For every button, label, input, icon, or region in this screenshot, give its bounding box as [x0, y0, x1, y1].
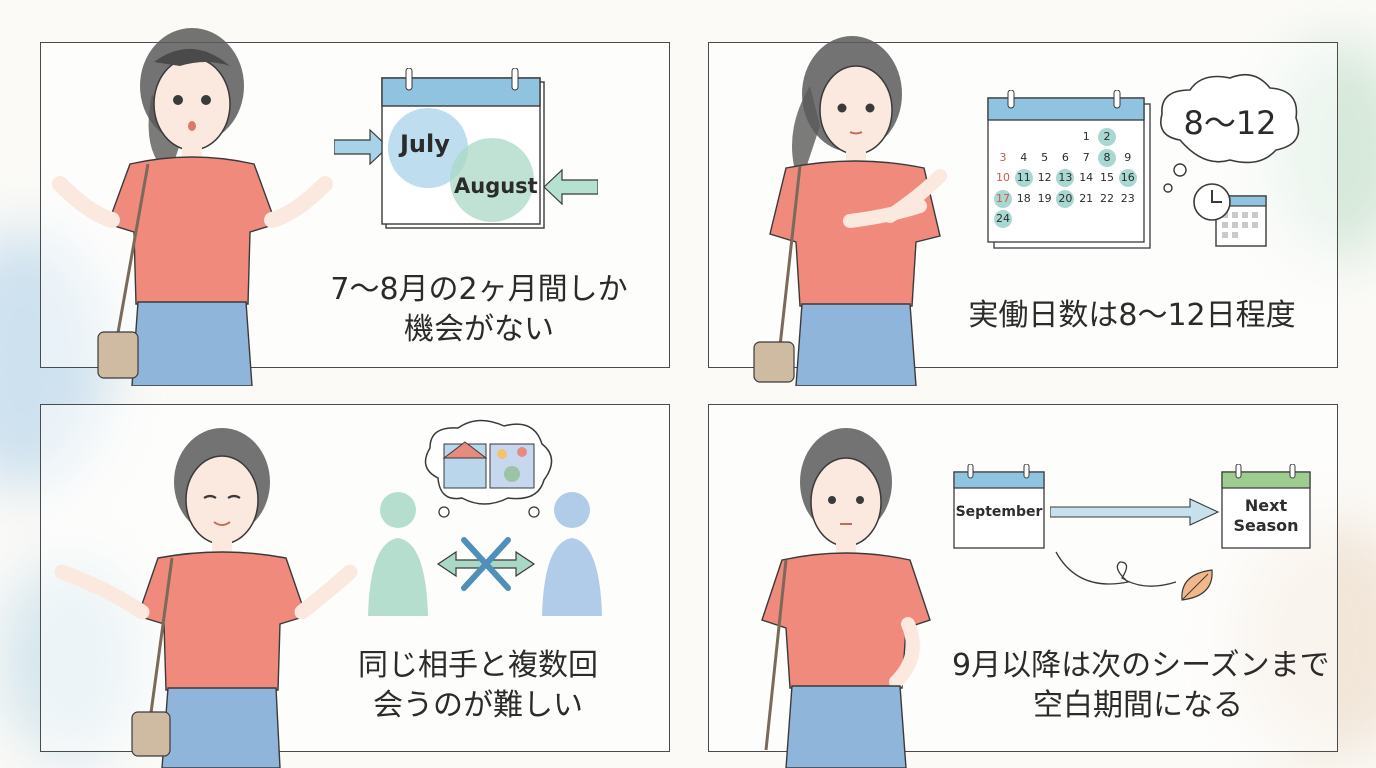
clock-calendar-icon — [1193, 183, 1267, 247]
calendar-label-september: September — [955, 504, 1043, 520]
thought-bubble-text: 8〜12 — [1183, 104, 1277, 142]
leaf-icon — [1181, 569, 1213, 601]
swirl-line-decoration — [1055, 551, 1177, 587]
calendar-day: 1 — [1082, 130, 1090, 143]
calendar-day: 5 — [1041, 150, 1049, 164]
woman-counting-fingers-illustration — [753, 36, 947, 386]
caption-working-days: 実働日数は8〜12日程度 — [968, 298, 1296, 333]
calendar-day: 20 — [1056, 189, 1075, 208]
calendar-day: 4 — [1020, 150, 1028, 164]
calendar-july-august: July August — [380, 68, 548, 230]
calendar-day: 18 — [1016, 191, 1031, 205]
two-people-no-repeat-icon — [368, 492, 602, 616]
calendar-label-july: July — [400, 130, 450, 158]
calendar-day: 2 — [1098, 128, 1116, 146]
caption-off-season-gap: 9月以降は次のシーズンまで 空白期間になる — [952, 646, 1330, 726]
calendar-day: 7 — [1082, 150, 1090, 164]
calendar-day: 11 — [1014, 169, 1033, 187]
calendar-day: 17 — [994, 189, 1012, 208]
calendar-september: September — [952, 464, 1046, 550]
caption-line-1: 7〜8月の2ヶ月間しか — [330, 272, 628, 307]
festival-thought-bubble — [424, 419, 553, 518]
caption-limited-season: 7〜8月の2ヶ月間しか 機会がない — [318, 270, 640, 350]
caption-repeat-meetings: 同じ相手と複数回 会うのが難しい — [318, 646, 638, 726]
caption-line-2: 会うのが難しい — [373, 688, 583, 723]
calendar-day: 12 — [1037, 171, 1052, 184]
caption-line-2: 空白期間になる — [1033, 688, 1243, 723]
arrow-right-icon — [334, 128, 389, 166]
woman-smiling-shrug-illustration — [54, 428, 358, 768]
arrow-left-icon — [543, 168, 598, 206]
calendar-day: 19 — [1037, 191, 1052, 205]
calendar-day: 15 — [1100, 171, 1114, 184]
woman-hand-on-hip-illustration — [761, 428, 931, 768]
calendar-day: 8 — [1098, 148, 1116, 167]
arrow-right-long-icon — [1050, 498, 1220, 526]
calendar-day: 23 — [1120, 191, 1135, 205]
calendar-label-august: August — [454, 174, 538, 198]
calendar-label-next-season: Next Season — [1222, 496, 1310, 536]
woman-shrugging-illustration — [52, 28, 333, 386]
calendar-day: 21 — [1079, 191, 1094, 205]
calendar-next-season: Next Season — [1220, 464, 1312, 550]
calendar-day: 9 — [1124, 150, 1132, 164]
next-season-line-1: Next — [1244, 496, 1288, 515]
caption-line-2: 機会がない — [404, 312, 554, 347]
next-season-line-2: Season — [1233, 516, 1299, 535]
calendar-day: 3 — [999, 150, 1007, 164]
calendar-day: 6 — [1061, 150, 1069, 164]
calendar-day: 13 — [1056, 169, 1075, 187]
calendar-day: 10 — [996, 171, 1010, 184]
calendar-day: 24 — [994, 210, 1012, 228]
calendar-day: 22 — [1100, 191, 1114, 205]
calendar-day: 16 — [1118, 169, 1137, 187]
thought-bubble — [1160, 73, 1300, 193]
caption-line-1: 同じ相手と複数回 — [358, 648, 598, 683]
caption-line-1: 9月以降は次のシーズンまで — [952, 648, 1330, 683]
calendar-day: 14 — [1079, 171, 1094, 184]
